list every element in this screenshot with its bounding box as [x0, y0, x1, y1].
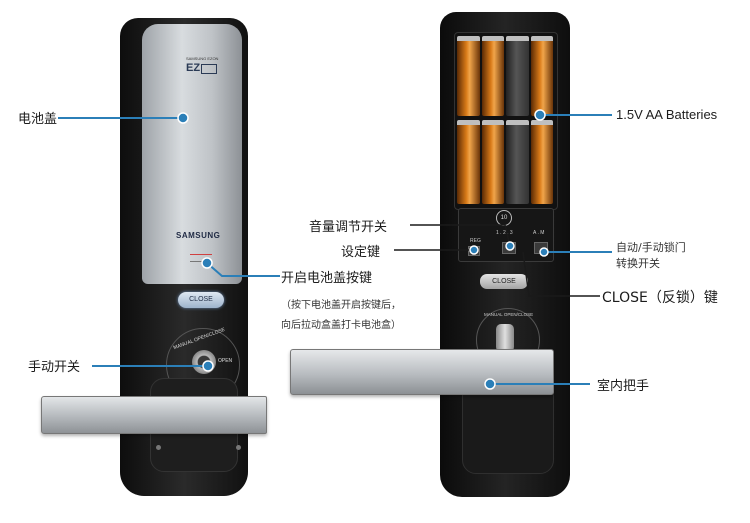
callout-volume: [410, 224, 511, 247]
front-knob-mark: OPEN: [218, 358, 233, 364]
back-close-button[interactable]: CLOSE: [480, 274, 528, 289]
label-open-instruction-2: 向后拉动盒盖打卡电池盒）: [281, 320, 401, 331]
label-open-cover-button: 开启电池盖按键: [281, 271, 373, 286]
battery-cover[interactable]: [142, 24, 242, 284]
label-batteries: 1.5V AA Batteries: [616, 107, 718, 122]
callout-dot: [539, 247, 549, 257]
battery-aa: [506, 36, 529, 116]
battery-aa: [530, 120, 553, 204]
label-setting-key: 设定键: [341, 245, 381, 260]
auto-manual-label: A . M: [533, 230, 545, 236]
volume-label: 1 . 2 . 3: [496, 230, 513, 236]
battery-aa: [530, 36, 553, 116]
label-volume-switch: 音量调节开关: [309, 220, 388, 235]
battery-cover-open-button[interactable]: [190, 254, 212, 262]
samsung-logo: SAMSUNG: [176, 231, 221, 240]
brand-badge-text: EZ: [186, 62, 201, 74]
callout-dot: [177, 112, 189, 124]
label-open-instruction-1: （按下电池盖开启按键后，: [281, 300, 401, 311]
callout-dot: [534, 109, 546, 121]
reg-label: REG: [470, 238, 481, 244]
battery-aa: [457, 36, 480, 116]
front-close-button[interactable]: CLOSE: [178, 292, 224, 308]
callout-dot: [202, 360, 214, 372]
label-inside-handle: 室内把手: [597, 379, 650, 394]
label-manual-switch: 手动开关: [28, 360, 81, 375]
brand-small-text: SAMSUNG EZON: [186, 56, 219, 61]
callout-dot: [469, 245, 479, 255]
back-dial-text: MANUAL OPEN/CLOSE: [484, 312, 534, 317]
battery-aa: [481, 36, 504, 116]
screw-icon: [156, 445, 161, 450]
callout-close-key: [522, 251, 600, 297]
battery-row-bottom: [457, 120, 553, 204]
inside-handle[interactable]: [290, 349, 554, 395]
label-battery-cover: 电池盖: [18, 112, 58, 127]
thumb-turn[interactable]: [496, 324, 514, 352]
battery-row-top: [457, 36, 553, 116]
callout-dot: [484, 378, 496, 390]
screw-icon: [236, 445, 241, 450]
label-auto-manual-lock-2: 转换开关: [616, 257, 660, 270]
callout-dot: [505, 241, 515, 251]
battery-aa: [457, 120, 480, 204]
battery-aa: [481, 120, 504, 204]
battery-aa: [506, 120, 529, 204]
callout-dot: [201, 257, 213, 269]
brand-badge: SAMSUNG EZON EZ: [186, 56, 220, 76]
brand-badge-box: [201, 64, 217, 74]
front-outside-handle[interactable]: [41, 396, 267, 434]
callout-open-cover: [206, 262, 280, 277]
label-auto-manual-lock: 自动/手动锁门: [616, 241, 686, 254]
label-close-key: CLOSE（反锁）键: [602, 290, 718, 306]
